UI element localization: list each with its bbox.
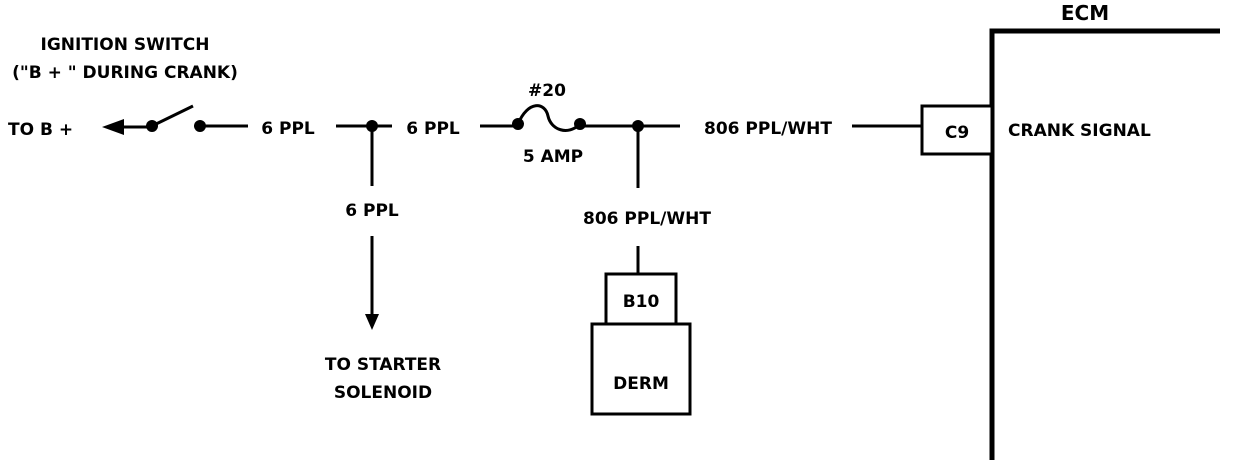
to-starter-line2: SOLENOID [334,383,432,403]
wire-label-806-horizontal: 806 PPL/WHT [704,119,832,139]
connector-b10 [604,272,678,326]
ecm-label: ECM [1061,1,1109,25]
connector-c9 [920,104,994,156]
switch-blade [151,104,194,128]
starter-arrowhead [365,314,379,330]
connector-b10-label: B10 [623,292,660,312]
fuse-number: #20 [528,81,566,101]
connector-c9-label: C9 [945,123,969,143]
wire-label-6ppl-b: 6 PPL [406,119,460,139]
ecm-boundary [989,28,1220,460]
ignition-switch-title: IGNITION SWITCH [41,35,210,55]
wire-label-6ppl-a: 6 PPL [261,119,315,139]
to-starter-line1: TO STARTER [325,355,441,375]
b-plus-arrowhead [102,119,124,135]
wire-label-806-vertical: 806 PPL/WHT [583,209,711,229]
derm-module-label: DERM [613,374,669,394]
fuse-rating: 5 AMP [523,147,583,167]
derm-module [590,322,692,416]
crank-signal-label: CRANK SIGNAL [1008,121,1151,141]
ignition-switch-subtitle: ("B + " DURING CRANK) [12,63,238,83]
fuse-terminal-right [574,118,586,130]
to-b-plus-label: TO B + [8,120,73,140]
wire-label-6ppl-down: 6 PPL [345,201,399,221]
fuse-element [516,104,582,132]
